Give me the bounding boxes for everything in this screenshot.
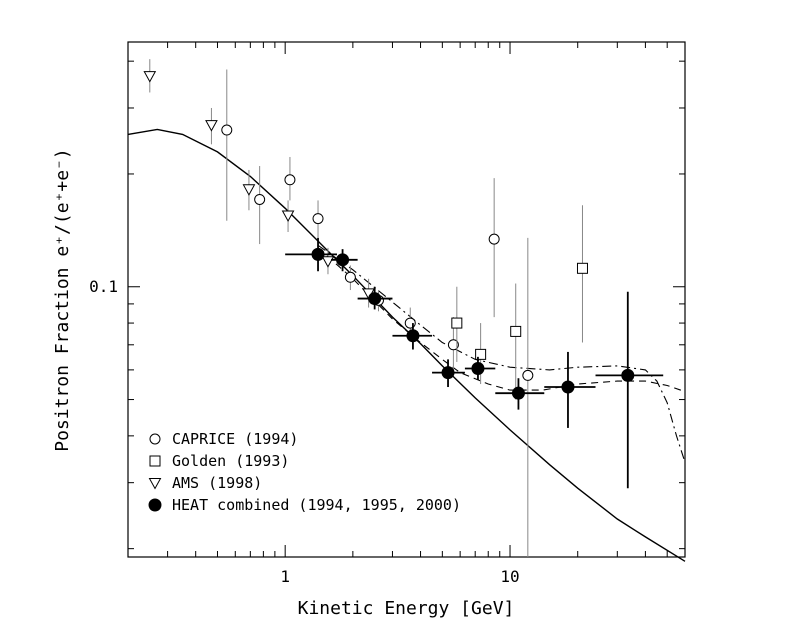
- plot-frame: [127, 41, 686, 558]
- data-point: [344, 271, 356, 283]
- data-point: [475, 348, 487, 360]
- data-point: [488, 233, 500, 245]
- legend-label: AMS (1998): [172, 474, 262, 492]
- model-curve-dashed: [317, 247, 686, 393]
- legend-marker: [149, 433, 161, 445]
- data-point: [441, 366, 455, 380]
- data-point: [451, 317, 463, 329]
- y-tick-label: 0.1: [89, 277, 118, 296]
- data-point: [321, 256, 335, 268]
- series-open-triangle-down: [143, 59, 375, 308]
- legend-label: Golden (1993): [172, 452, 289, 470]
- data-point: [336, 253, 350, 267]
- data-point: [406, 329, 420, 343]
- data-point: [312, 213, 324, 225]
- data-point: [522, 369, 534, 381]
- data-point: [281, 210, 295, 222]
- data-point: [143, 71, 157, 83]
- data-point: [254, 193, 266, 205]
- data-point: [368, 292, 382, 306]
- data-point: [576, 262, 588, 274]
- legend-marker: [148, 498, 162, 512]
- data-point: [471, 362, 485, 376]
- data-point: [284, 174, 296, 186]
- data-points: [143, 59, 664, 557]
- data-point: [510, 325, 522, 337]
- data-point: [561, 380, 575, 394]
- data-point: [447, 339, 459, 351]
- data-point: [205, 120, 218, 132]
- data-point: [621, 368, 635, 382]
- series-filled-circle: [285, 237, 664, 489]
- data-point: [311, 247, 325, 261]
- legend-marker: [149, 455, 161, 467]
- data-point: [242, 184, 256, 196]
- x-tick-label: 1: [280, 567, 290, 586]
- legend: CAPRICE (1994) Golden (1993) AMS (1998) HEA…: [148, 430, 461, 514]
- tick-labels: 1 10 0.1: [89, 277, 520, 586]
- data-point: [511, 386, 525, 400]
- legend-label: HEAT combined (1994, 1995, 2000): [172, 496, 461, 514]
- data-point: [221, 124, 233, 136]
- x-axis-label: Kinetic Energy [GeV]: [298, 598, 515, 619]
- y-axis-label: Positron Fraction e⁺/(e⁺+e⁻): [52, 148, 73, 451]
- series-open-square: [451, 205, 588, 400]
- legend-label: CAPRICE (1994): [172, 430, 298, 448]
- x-tick-label: 10: [500, 567, 519, 586]
- legend-marker: [148, 478, 162, 490]
- axis-ticks: [127, 42, 686, 557]
- model-curves: [127, 128, 686, 562]
- series-open-circle: [221, 69, 534, 557]
- model-curve-dashdot: [317, 244, 686, 463]
